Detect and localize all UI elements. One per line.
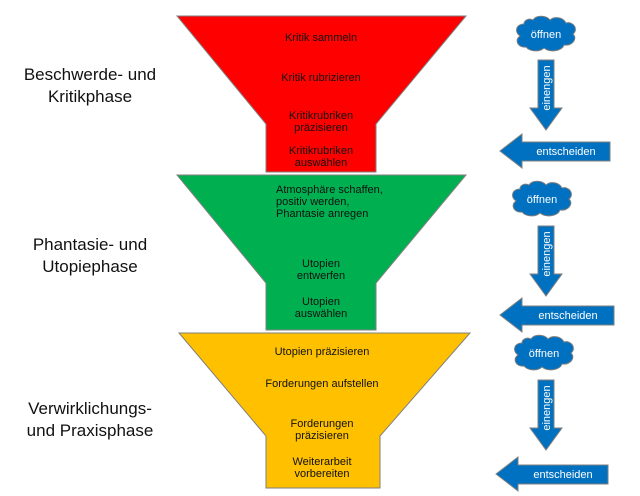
arrow-narrow-phase1-text: einengen <box>541 65 553 110</box>
phase3-step-2: Forderungen aufstellen <box>247 378 397 390</box>
phase2-step-1: Atmosphäre schaffen, positiv werden, Pha… <box>276 184 426 220</box>
phase2-step-1-line2: positiv werden, <box>276 196 350 208</box>
side-group-phase3: öffnen einengen entscheiden <box>495 334 609 493</box>
phase2-label: Phantasie- und Utopiephase <box>0 234 180 278</box>
cloud-open-phase3-text: öffnen <box>529 348 559 360</box>
phase2-step-1-line1: Atmosphäre schaffen, <box>276 184 383 196</box>
phase1-label-line2: Kritikphase <box>47 87 133 106</box>
phase3-step-1: Utopien präzisieren <box>247 346 397 358</box>
phase1-step-3-line2: präzisieren <box>294 122 348 134</box>
cloud-open-phase1-text: öffnen <box>531 29 561 41</box>
phase1-step-4: Kritikrubriken auswählen <box>246 145 396 169</box>
arrow-decide-phase3-text: entscheiden <box>533 469 592 481</box>
phase3-step-4-line2: vorbereiten <box>294 468 350 480</box>
arrow-narrow-phase3 <box>529 379 563 451</box>
arrow-narrow-phase3-text: einengen <box>541 385 553 430</box>
phase2-step-3-line1: Utopien <box>302 296 340 308</box>
arrow-decide-phase3 <box>495 455 609 493</box>
cloud-open-phase3 <box>514 334 574 371</box>
arrow-decide-phase1 <box>499 132 611 170</box>
phase2-step-2: Utopien entwerfen <box>246 258 396 282</box>
arrow-narrow-phase2 <box>529 225 563 297</box>
arrow-narrow-phase1 <box>529 59 563 131</box>
cloud-open-phase2 <box>512 180 572 217</box>
arrow-decide-phase1-text: entscheiden <box>536 146 595 158</box>
phase2-step-1-line3: Phantasie anregen <box>276 208 369 220</box>
phase1-step-1-text: Kritik sammeln <box>284 32 358 44</box>
phase3-step-4: Weiterarbeit vorbereiten <box>247 456 397 480</box>
phase3-step-1-text: Utopien präzisieren <box>274 346 370 358</box>
phase1-label: Beschwerde- und Kritikphase <box>0 64 180 108</box>
phase2-step-2-line2: entwerfen <box>296 270 346 282</box>
phase2-step-3-line2: auswählen <box>294 308 348 320</box>
phase1-step-4-line1: Kritikrubriken <box>288 145 354 157</box>
phase3-step-3-line1: Forderungen <box>290 418 354 430</box>
phase1-step-4-line2: auswählen <box>294 157 348 169</box>
phase2-step-2-line1: Utopien <box>302 258 340 270</box>
phase3-step-4-line1: Weiterarbeit <box>292 456 352 468</box>
side-group-phase2: öffnen einengen entscheiden <box>499 180 615 334</box>
arrow-decide-phase2 <box>499 296 615 334</box>
phase3-step-3: Forderungen präzisieren <box>247 418 397 442</box>
arrow-narrow-phase2-text: einengen <box>541 231 553 276</box>
phase3-label-line1: Verwirklichungs- <box>28 399 152 418</box>
cloud-open-phase1 <box>516 15 576 52</box>
side-group-phase1: öffnen einengen entscheiden <box>499 15 611 170</box>
phase1-step-3-line1: Kritikrubriken <box>288 110 354 122</box>
phase3-step-3-line2: präzisieren <box>295 430 349 442</box>
phase1-step-3: Kritikrubriken präzisieren <box>246 110 396 134</box>
cloud-open-phase2-text: öffnen <box>527 194 557 206</box>
phase2-label-line2: Utopiephase <box>42 257 138 276</box>
funnel-phase1 <box>175 15 468 173</box>
phase2-label-line1: Phantasie- und <box>32 235 148 254</box>
phase1-step-2-text: Kritik rubrizieren <box>281 72 361 84</box>
arrow-decide-phase2-text: entscheiden <box>538 310 597 322</box>
phase3-label-line2: und Praxisphase <box>26 421 154 440</box>
phase1-label-line1: Beschwerde- und <box>23 65 157 84</box>
phase3-step-2-text: Forderungen aufstellen <box>265 378 379 390</box>
phase2-step-3: Utopien auswählen <box>246 296 396 320</box>
phase1-step-2: Kritik rubrizieren <box>246 72 396 84</box>
funnel-phase3 <box>177 332 472 489</box>
funnel-phase2 <box>175 174 468 331</box>
phase3-label: Verwirklichungs- und Praxisphase <box>0 398 180 442</box>
phase1-step-1: Kritik sammeln <box>246 32 396 44</box>
